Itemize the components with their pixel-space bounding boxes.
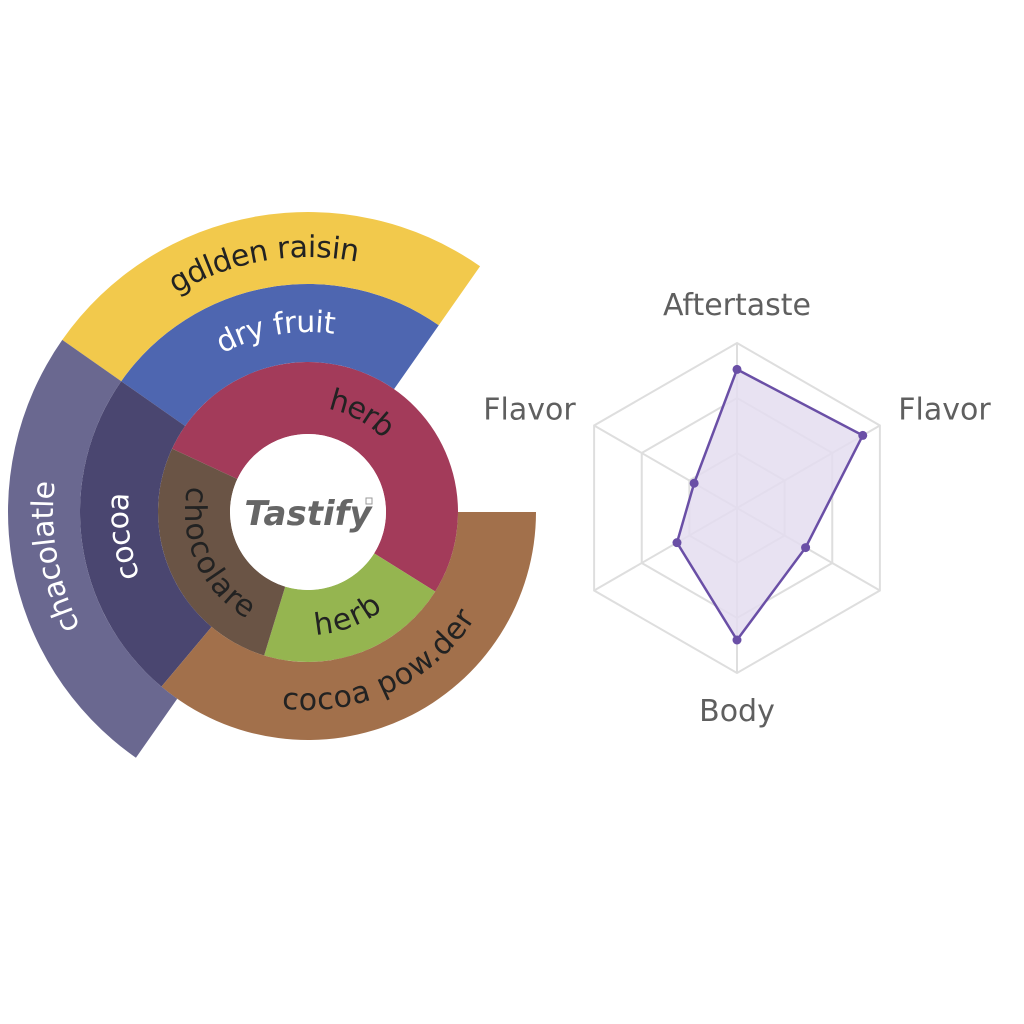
sunburst-segment bbox=[80, 381, 212, 687]
sunburst-segment bbox=[121, 284, 439, 426]
sunburst-segment bbox=[264, 553, 436, 662]
radar-point bbox=[689, 478, 699, 488]
trademark-mark bbox=[365, 497, 373, 505]
radar-axis-label: Body bbox=[699, 694, 775, 729]
radar-axis-label: Flavor bbox=[483, 393, 576, 428]
sunburst-segment bbox=[161, 512, 536, 740]
radar-point bbox=[858, 430, 868, 440]
brand-logo: Tastify bbox=[244, 494, 373, 534]
radar-axis-label: Aftertaste bbox=[663, 288, 811, 323]
sunburst-segment bbox=[158, 448, 286, 656]
radar-axis-label: Flavor bbox=[898, 393, 991, 428]
radar-point bbox=[732, 635, 742, 645]
sunburst-segment bbox=[172, 362, 458, 592]
sunburst-center bbox=[230, 434, 386, 590]
sunburst-segment bbox=[7, 339, 178, 758]
sunburst-segment bbox=[62, 212, 481, 382]
radar-point bbox=[732, 364, 742, 374]
brand-name: Tastify bbox=[244, 494, 373, 534]
radar-point bbox=[672, 538, 682, 548]
radar-point bbox=[801, 543, 811, 553]
